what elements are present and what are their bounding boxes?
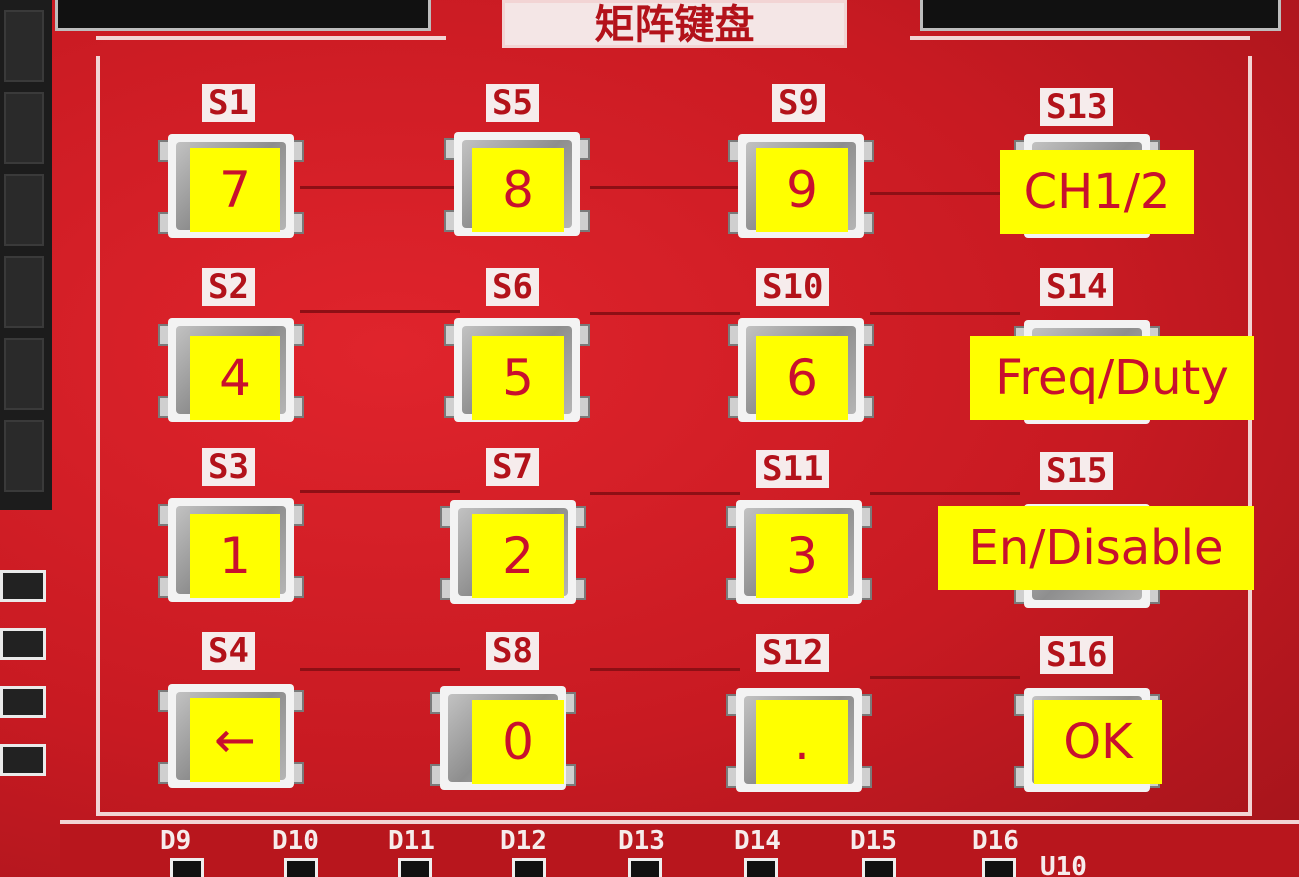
key-label[interactable]: 5	[472, 336, 564, 420]
chip-label: U10	[1040, 852, 1087, 877]
top-component	[55, 0, 431, 31]
silkscreen-label: S16	[1040, 636, 1114, 674]
key-label[interactable]: ←	[190, 698, 280, 782]
silkscreen-label: S9	[772, 84, 825, 122]
key-label[interactable]: OK	[1034, 700, 1162, 784]
top-component	[920, 0, 1281, 31]
board-title: 矩阵键盘	[502, 0, 847, 48]
pin-header	[0, 0, 52, 510]
led	[398, 858, 432, 877]
pcb-trace	[590, 668, 740, 671]
led	[170, 858, 204, 877]
resistor	[0, 570, 46, 602]
pcb-trace	[870, 492, 1020, 495]
silkscreen-label: S12	[756, 634, 830, 672]
pcb-trace	[300, 310, 460, 313]
silkscreen-label: S10	[756, 268, 830, 306]
header-pin	[4, 256, 44, 328]
silkscreen-label: S13	[1040, 88, 1114, 126]
header-pin	[4, 92, 44, 164]
key-label[interactable]: 3	[756, 514, 848, 598]
silkscreen-line	[96, 36, 446, 40]
key-label[interactable]: 1	[190, 514, 280, 598]
pcb-trace	[590, 492, 740, 495]
resistor	[0, 686, 46, 718]
pcb-trace	[590, 312, 740, 315]
silkscreen-label: S15	[1040, 452, 1114, 490]
silkscreen-line	[910, 36, 1250, 40]
key-label[interactable]: 7	[190, 148, 280, 232]
silkscreen-label: S3	[202, 448, 255, 486]
led-row	[60, 820, 1299, 877]
led	[744, 858, 778, 877]
silkscreen-label: S6	[486, 268, 539, 306]
silkscreen-label: S1	[202, 84, 255, 122]
key-label[interactable]: Freq/Duty	[970, 336, 1254, 420]
led-label: D13	[618, 826, 665, 856]
pcb-trace	[300, 490, 460, 493]
silkscreen-label: S2	[202, 268, 255, 306]
pcb-trace	[870, 312, 1020, 315]
led-label: D9	[160, 826, 192, 856]
silkscreen-label: S14	[1040, 268, 1114, 306]
resistor	[0, 744, 46, 776]
pcb-trace	[300, 668, 460, 671]
key-label[interactable]: En/Disable	[938, 506, 1254, 590]
led	[982, 858, 1016, 877]
led	[512, 858, 546, 877]
key-label[interactable]: 6	[756, 336, 848, 420]
led-label: D12	[500, 826, 547, 856]
silkscreen-frame	[96, 56, 1252, 816]
led-label: D16	[972, 826, 1019, 856]
key-label[interactable]: .	[756, 700, 848, 784]
silkscreen-label: S5	[486, 84, 539, 122]
silkscreen-label: S8	[486, 632, 539, 670]
key-label[interactable]: 2	[472, 514, 564, 598]
key-label[interactable]: 0	[472, 700, 564, 784]
led-label: D14	[734, 826, 781, 856]
silkscreen-label: S7	[486, 448, 539, 486]
pcb-trace	[300, 186, 460, 189]
header-pin	[4, 10, 44, 82]
resistor	[0, 628, 46, 660]
pcb-trace	[870, 192, 1020, 195]
silkscreen-label: S11	[756, 450, 830, 488]
header-pin	[4, 420, 44, 492]
pcb-trace	[870, 676, 1020, 679]
silkscreen-label: S4	[202, 632, 255, 670]
key-label[interactable]: CH1/2	[1000, 150, 1194, 234]
led	[284, 858, 318, 877]
header-pin	[4, 338, 44, 410]
led-label: D11	[388, 826, 435, 856]
header-pin	[4, 174, 44, 246]
pcb-trace	[590, 186, 740, 189]
led-label: D15	[850, 826, 897, 856]
led	[862, 858, 896, 877]
led	[628, 858, 662, 877]
key-label[interactable]: 4	[190, 336, 280, 420]
led-label: D10	[272, 826, 319, 856]
key-label[interactable]: 9	[756, 148, 848, 232]
key-label[interactable]: 8	[472, 148, 564, 232]
